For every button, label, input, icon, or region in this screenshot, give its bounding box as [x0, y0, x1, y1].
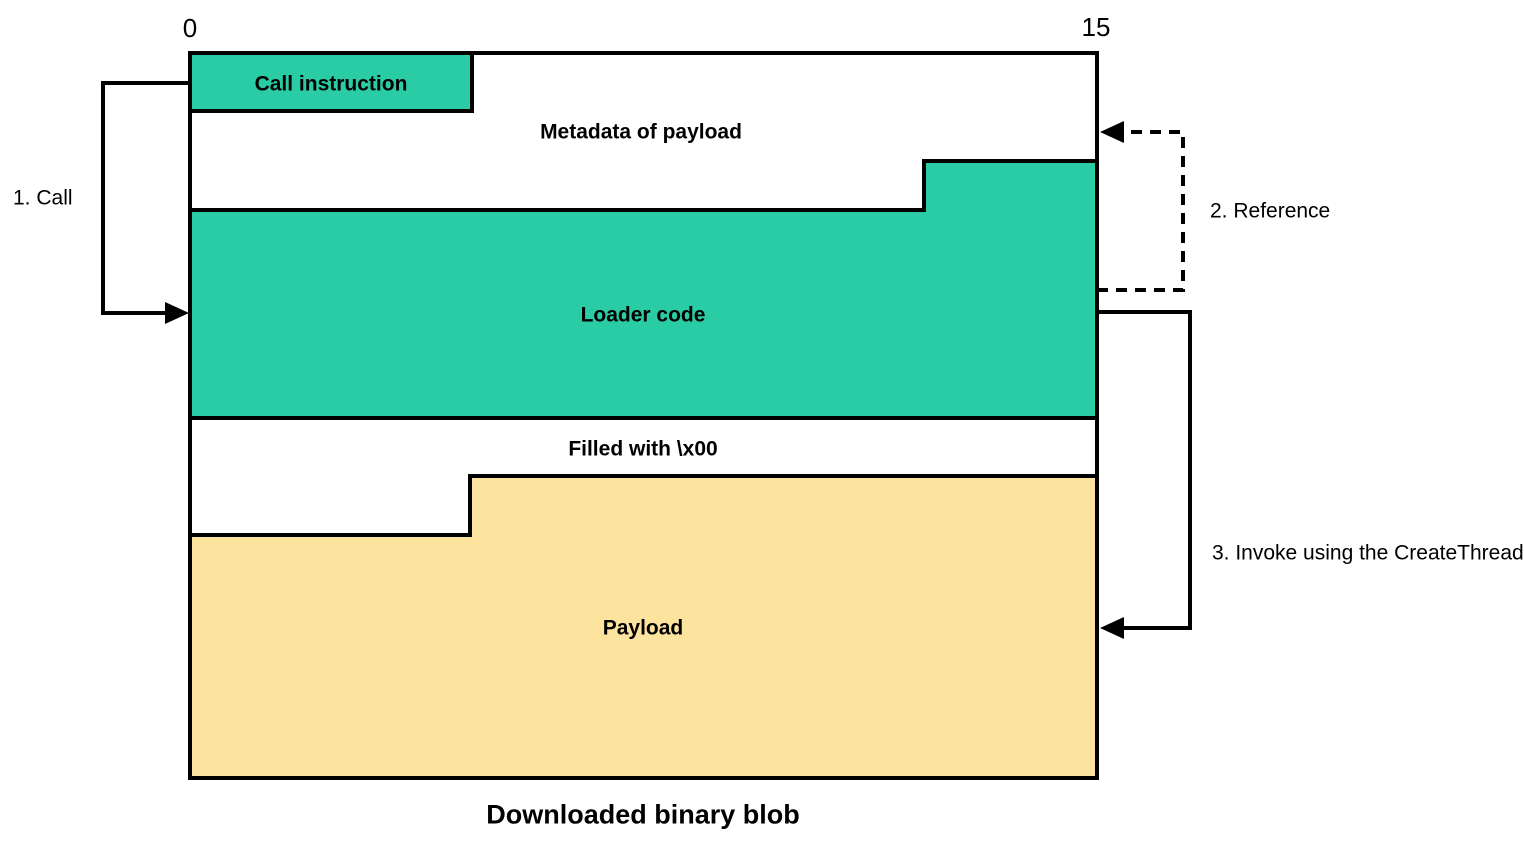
reference-arrow-head-icon: [1100, 121, 1124, 143]
payload-label: Payload: [602, 616, 684, 640]
axis-tick-0: 0: [182, 13, 198, 43]
call-instruction-label: Call instruction: [254, 72, 408, 96]
loader-code-region: [188, 159, 1099, 420]
diagram-caption: Downloaded binary blob: [486, 799, 800, 830]
call-arrow-head-icon: [165, 302, 189, 324]
loader-code-label: Loader code: [580, 303, 706, 327]
call-arrow-line: [101, 81, 190, 315]
annotation-reference: 2. Reference: [1210, 199, 1331, 223]
filled-with-x00-label: Filled with \x00: [568, 437, 718, 461]
annotation-invoke: 3. Invoke using the CreateThread: [1212, 541, 1524, 565]
invoke-arrow-line: [1097, 310, 1192, 630]
reference-arrow-line: [1097, 130, 1185, 292]
annotation-call: 1. Call: [13, 186, 73, 210]
invoke-arrow-head-icon: [1100, 617, 1124, 639]
payload-region: [188, 474, 1099, 780]
metadata-label: Metadata of payload: [540, 120, 742, 144]
axis-tick-15: 15: [1081, 12, 1111, 42]
